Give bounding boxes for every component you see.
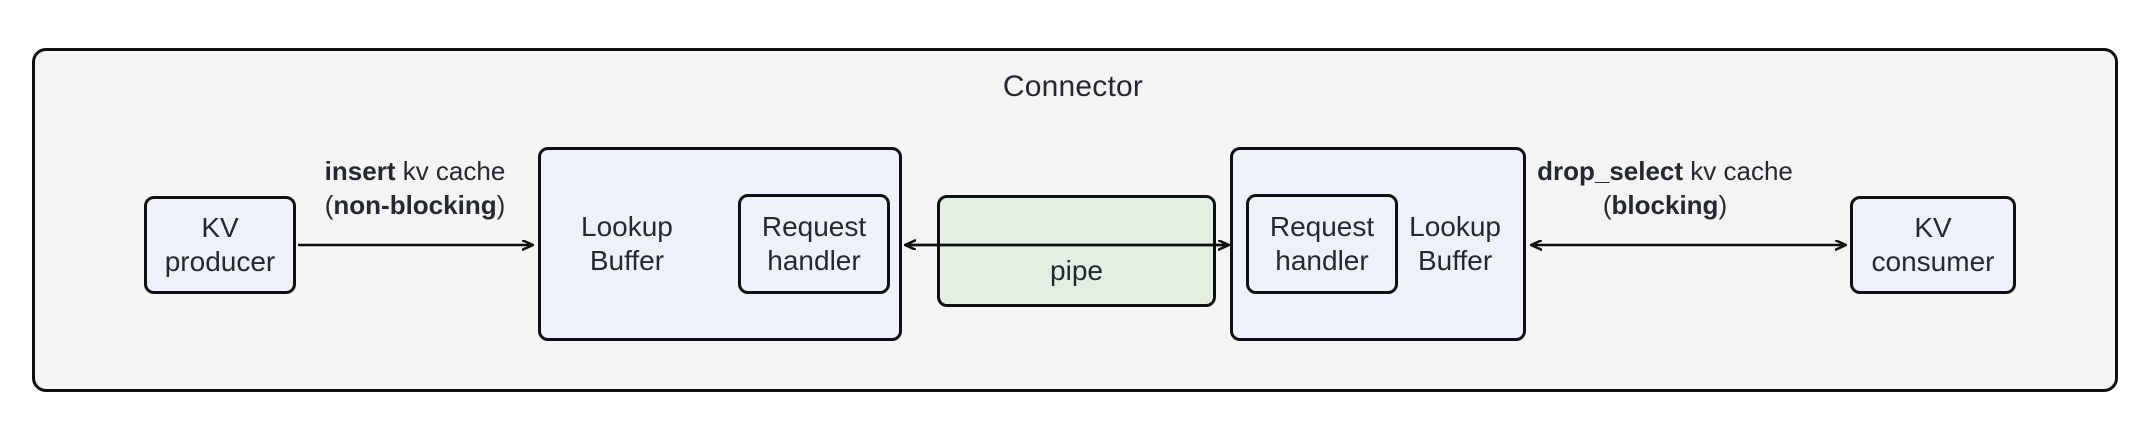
- edge-label-insert: insert kv cache (non-blocking): [190, 155, 640, 223]
- kv-consumer-label: KV consumer: [1871, 211, 1995, 277]
- lookup-buffer-right-label: Lookup Buffer: [1409, 210, 1501, 276]
- edge-label-insert-line2: (non-blocking): [324, 189, 506, 220]
- connector-title: Connector: [1002, 70, 1144, 103]
- edge-label-drop-select-line1: drop_select kv cache: [1537, 156, 1793, 186]
- pipe-label: pipe: [1050, 254, 1103, 286]
- edge-label-insert-line1: insert kv cache: [324, 156, 506, 186]
- lookup-buffer-left-node[interactable]: Lookup Buffer: [538, 147, 902, 341]
- edge-label-drop-select: drop_select kv cache (blocking): [1440, 155, 1890, 223]
- kv-consumer-node[interactable]: KV consumer: [1850, 196, 2016, 294]
- request-handler-left-node[interactable]: Request handler: [738, 194, 890, 294]
- kv-producer-label: KV producer: [164, 211, 276, 277]
- pipe-node[interactable]: pipe: [937, 195, 1216, 307]
- request-handler-right-label: Request handler: [1269, 210, 1375, 276]
- request-handler-left-label: Request handler: [761, 210, 867, 276]
- edge-label-drop-select-line2: (blocking): [1602, 189, 1728, 220]
- request-handler-right-node[interactable]: Request handler: [1246, 194, 1398, 294]
- kv-producer-node[interactable]: KV producer: [144, 196, 296, 294]
- lookup-buffer-left-label: Lookup Buffer: [581, 210, 673, 276]
